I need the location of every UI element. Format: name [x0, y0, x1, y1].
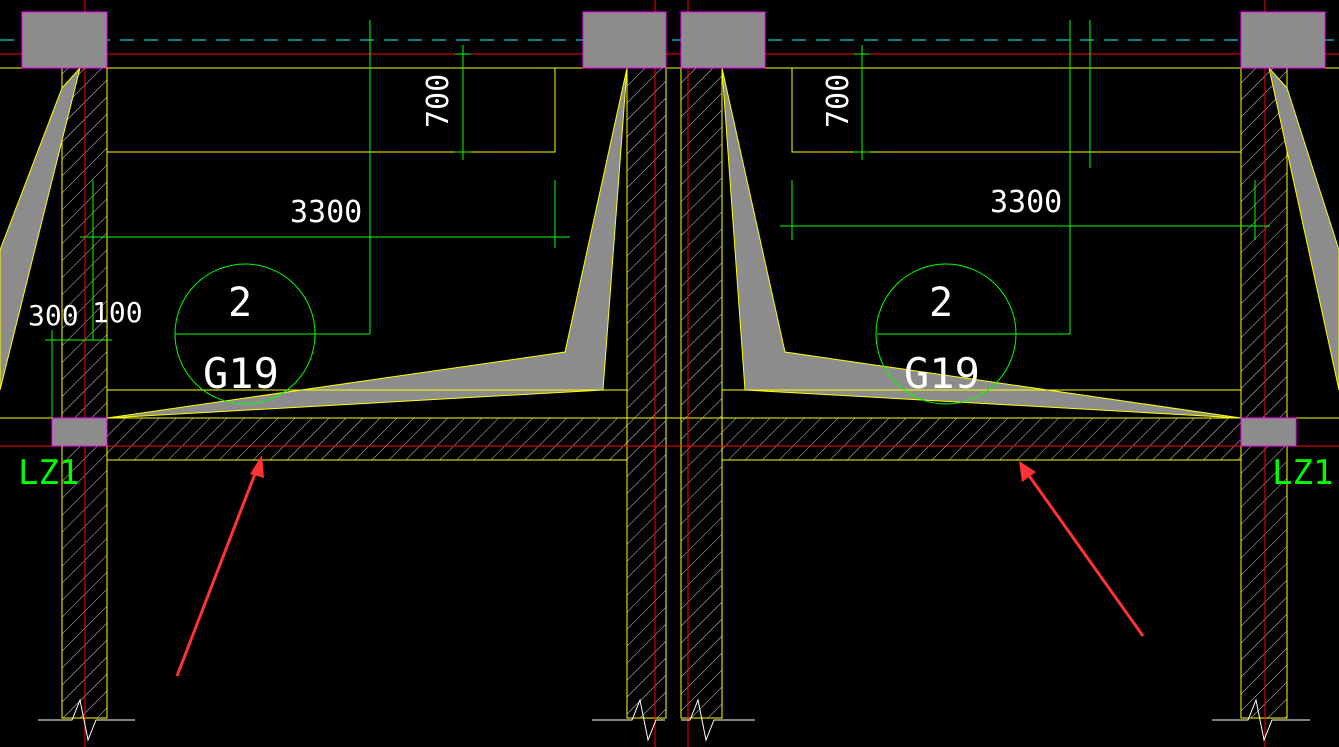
dim-300-text: 300 [28, 299, 79, 332]
column-top-2 [582, 11, 667, 69]
wall-right [1240, 67, 1288, 719]
beam-tag-circle-right [875, 263, 1017, 405]
column-tag-left: LZ1 [18, 453, 79, 493]
beam-tag-label-right: G19 [904, 349, 980, 398]
wall-center-left [626, 67, 667, 719]
beam-tag-count-right: 2 [929, 280, 953, 326]
column-lz1-left [51, 417, 108, 447]
beam-left [106, 417, 628, 461]
beam-tag-circle-left [174, 263, 316, 405]
beam-right [721, 417, 1242, 461]
column-top-4 [1240, 11, 1326, 69]
dim-100-text: 100 [92, 296, 143, 329]
column-top-3 [680, 11, 766, 69]
beam-tag-count-left: 2 [228, 280, 252, 326]
dimension-700-right [854, 20, 1091, 334]
wall-center-right [680, 67, 723, 719]
opening-left [106, 68, 556, 153]
column-top-1 [21, 11, 108, 69]
opening-right [791, 68, 1241, 153]
break-symbols [38, 698, 1310, 742]
annotation-arrow-right [1019, 461, 1145, 637]
dimension-700-left [369, 20, 471, 334]
dimension-300-100 [45, 330, 112, 418]
column-tag-right: LZ1 [1272, 453, 1333, 493]
annotation-arrow-left [175, 455, 264, 677]
column-lz1-right [1240, 417, 1297, 447]
dimension-3300-right [780, 180, 1270, 240]
dim-3300-left-text: 3300 [290, 195, 362, 230]
beam-tag-label-left: G19 [203, 349, 279, 398]
dim-700-left-text: 700 [421, 74, 456, 128]
dimension-3300-left [80, 180, 570, 340]
dim-700-right-text: 700 [821, 74, 856, 128]
dim-3300-right-text: 3300 [990, 185, 1062, 220]
